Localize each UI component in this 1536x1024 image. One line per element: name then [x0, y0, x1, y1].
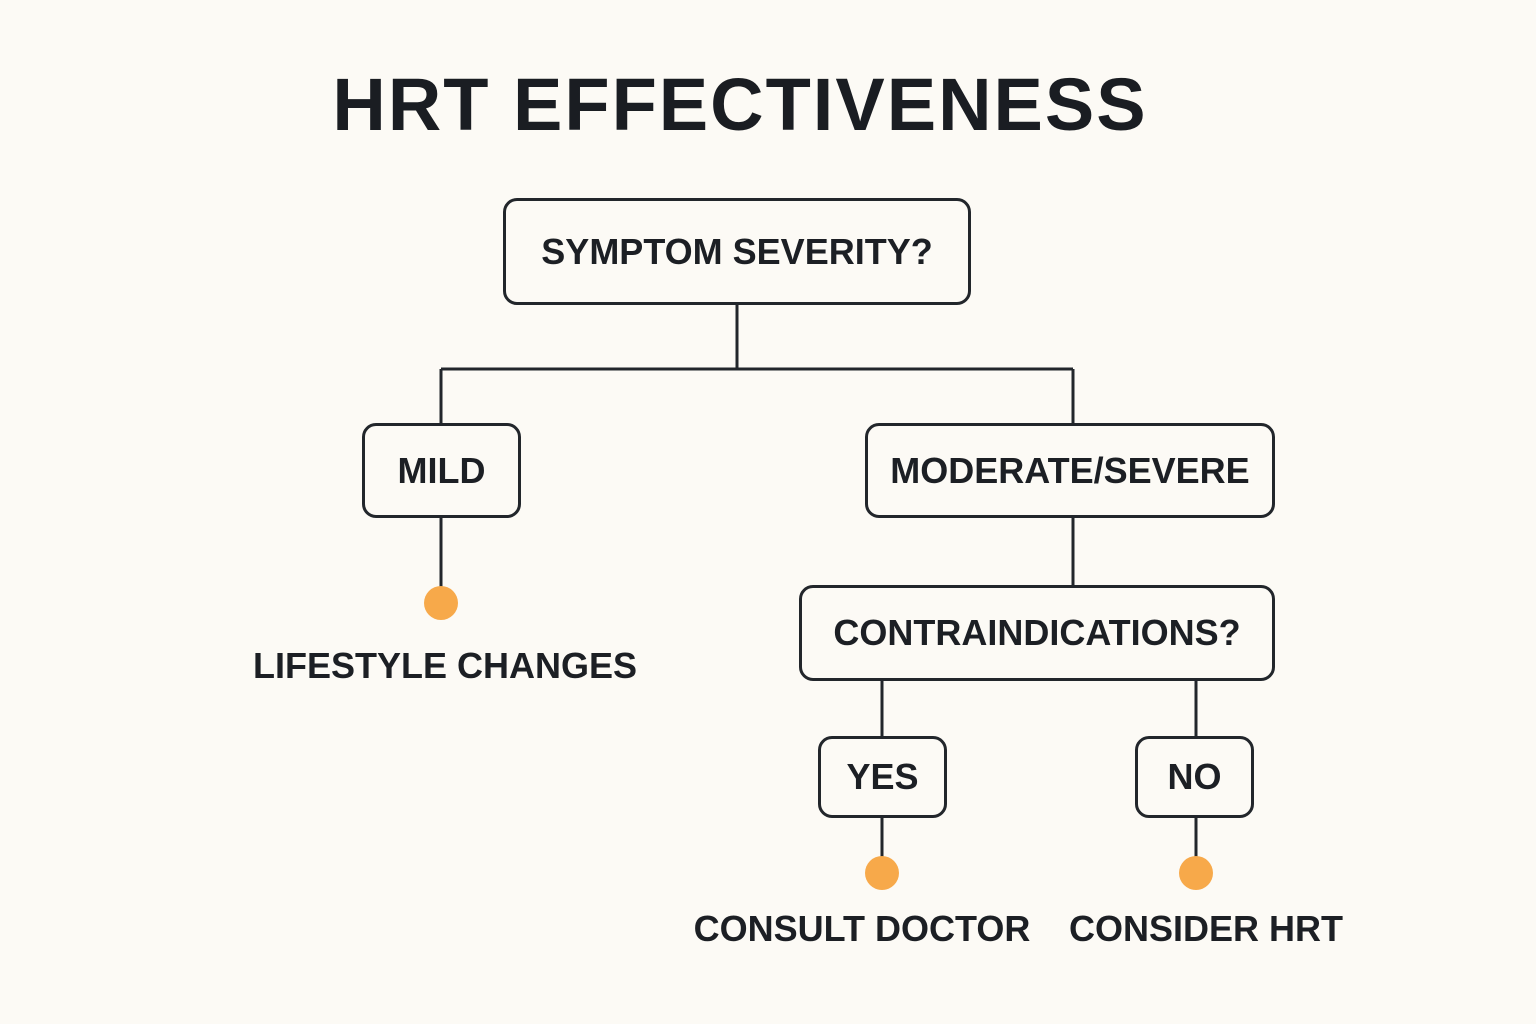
- moderate-severe-node-label: MODERATE/SEVERE: [890, 449, 1250, 491]
- no-node: NO: [1135, 736, 1254, 818]
- root-node-label: SYMPTOM SEVERITY?: [541, 230, 933, 272]
- yes-node: YES: [818, 736, 947, 818]
- contraindications-node: CONTRAINDICATIONS?: [799, 585, 1275, 681]
- diagram-title: HRT EFFECTIVENESS: [332, 63, 1148, 146]
- consider-hrt-label: CONSIDER HRT: [1068, 908, 1343, 949]
- consult-doctor-label: CONSULT DOCTOR: [693, 908, 1031, 949]
- root-node: SYMPTOM SEVERITY?: [503, 198, 971, 305]
- contraindications-node-label: CONTRAINDICATIONS?: [833, 612, 1241, 653]
- no-outcome-dot: [1179, 856, 1213, 890]
- mild-node-label: MILD: [397, 449, 486, 491]
- mild-outcome-dot: [424, 586, 458, 620]
- yes-outcome-dot: [865, 856, 899, 890]
- lifestyle-changes-label: LIFESTYLE CHANGES: [252, 645, 638, 686]
- mild-node: MILD: [362, 423, 521, 518]
- yes-node-label: YES: [846, 756, 919, 797]
- no-node-label: NO: [1167, 756, 1222, 797]
- moderate-severe-node: MODERATE/SEVERE: [865, 423, 1275, 518]
